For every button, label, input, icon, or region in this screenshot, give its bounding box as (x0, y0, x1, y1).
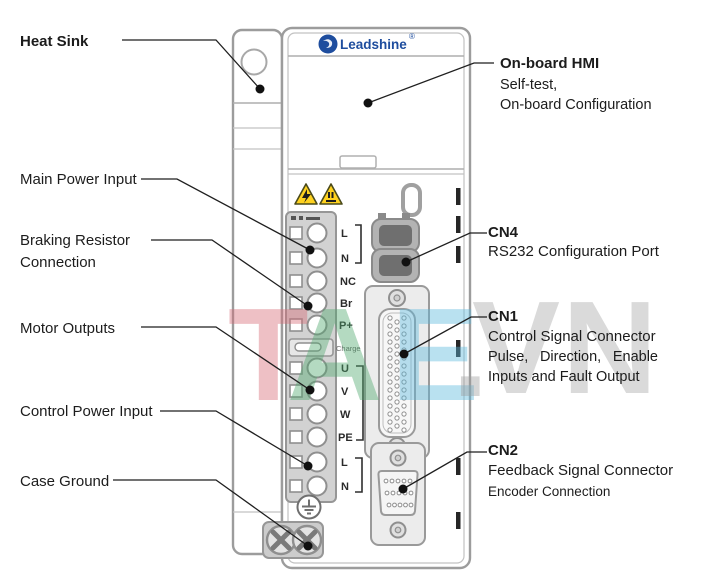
label-cn1-line1: Control Signal Connector (488, 328, 656, 345)
terminal-label-NC: NC (340, 276, 356, 288)
label-main-power-input: Main Power Input (20, 171, 137, 188)
label-hmi-line2: On-board Configuration (500, 97, 652, 113)
leader-case-ground (113, 479, 309, 547)
mounting-hole (240, 48, 268, 76)
logo-mark-icon (318, 34, 338, 54)
label-cn2-line2: Encoder Connection (488, 484, 611, 499)
cn2-connector (370, 442, 426, 546)
label-motor-outputs: Motor Outputs (20, 320, 116, 337)
leader-motor-outputs (141, 326, 311, 391)
registered-mark: ® (409, 32, 415, 41)
screw-terminals (306, 222, 328, 497)
leader-cn4 (405, 232, 487, 263)
watermark-letter: V (472, 274, 560, 421)
leader-control-power (160, 410, 309, 467)
label-cn2-title: CN2 (488, 442, 519, 459)
charge-label: Charge (336, 344, 361, 353)
terminal-label-U: U (341, 363, 349, 375)
label-cn2-line1: Feedback Signal Connector (488, 462, 674, 479)
warning-icons (294, 183, 343, 205)
label-cn4-line1: RS232 Configuration Port (488, 243, 659, 260)
led-window (401, 183, 422, 217)
terminal-label-L1: L (341, 228, 348, 240)
terminal-label-L2: L (341, 457, 348, 469)
label-case-ground: Case Ground (20, 473, 110, 490)
leader-cn1 (403, 316, 487, 355)
label-cn1-line3: Inputs and Fault Output (488, 369, 640, 385)
label-control-power-input: Control Power Input (20, 403, 153, 420)
label-hmi-line1: Self-test, (500, 77, 558, 93)
terminal-label-Br: Br (340, 298, 353, 310)
label-cn1-line2: Pulse, Direction, Enable (488, 349, 658, 365)
cn2-pins (383, 478, 414, 508)
leader-cn2 (402, 451, 487, 490)
terminal-label-N1: N (341, 253, 349, 265)
cn4-connector (371, 213, 420, 283)
hmi-cover-latch (339, 155, 377, 169)
label-braking-resistor-line1: Braking Resistor (20, 232, 131, 249)
terminal-label-N2: N (341, 481, 349, 493)
vent-slots (456, 188, 461, 529)
terminal-label-Pplus: P+ (339, 320, 353, 332)
terminal-label-W: W (340, 409, 351, 421)
leadshine-logo: Leadshine ® (318, 32, 415, 54)
watermark-letter: N (562, 274, 657, 421)
wire-entries (289, 226, 303, 493)
terminal-label-V: V (341, 386, 349, 398)
protective-earth-icon (296, 494, 322, 520)
leader-main-power (141, 178, 311, 251)
watermark-letter: T (228, 281, 309, 428)
logo-text: Leadshine (340, 37, 407, 52)
watermark-letter: A (287, 281, 382, 428)
label-hmi-title: On-board HMI (500, 55, 600, 72)
label-heat-sink: Heat Sink (20, 33, 89, 50)
label-braking-resistor-line2: Connection (20, 254, 96, 271)
leader-hmi (367, 62, 494, 104)
leader-braking-resistor (151, 239, 309, 307)
hot-surface-icon (319, 183, 343, 205)
terminal-label-PE: PE (338, 432, 353, 444)
leader-lines (113, 39, 494, 551)
label-cn1-title: CN1 (488, 308, 519, 325)
watermark-letter: . (452, 277, 489, 424)
cn1-pins (387, 315, 407, 433)
power-terminal-block (285, 211, 337, 503)
label-cn4-title: CN4 (488, 224, 519, 241)
leader-heat-sink (122, 39, 261, 90)
terminal-labels: L N NC Br P+ Charge U V W PE L N (336, 224, 364, 493)
case-ground-screws (262, 521, 324, 559)
charge-indicator (288, 338, 334, 357)
